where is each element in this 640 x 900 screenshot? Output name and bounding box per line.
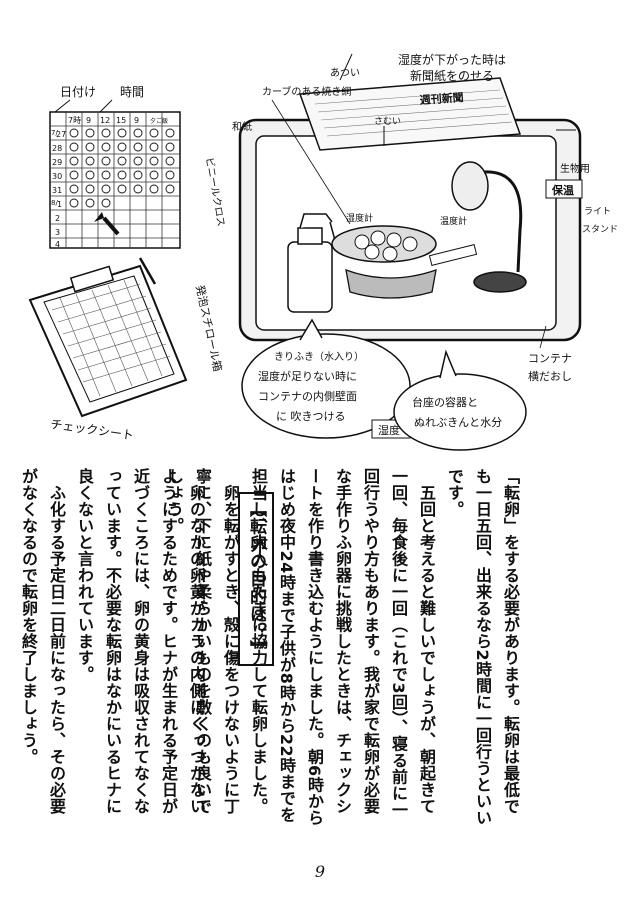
newspaper: 週刊新聞: [298, 77, 522, 151]
date-4: 4: [55, 240, 60, 249]
hour-7: 7時: [68, 116, 81, 125]
clipboard-icon: [28, 257, 188, 418]
thermometer-icon: [428, 243, 478, 267]
label-checksheet: チェックシート: [50, 417, 135, 443]
pointer-line: [539, 325, 547, 349]
label-thermometer: 温度計: [440, 215, 467, 227]
hour-12: 12: [100, 116, 110, 125]
label-humidity-low: 湿度が下がった時は: [398, 52, 506, 67]
pencil-tip-icon: [94, 212, 104, 222]
page-number: 9: [314, 862, 326, 881]
label-newspaper-cover: 新聞紙をのせる: [410, 68, 494, 83]
arrow-line: [54, 99, 71, 113]
label-date: 日付け: [60, 85, 96, 99]
hour-15: 15: [116, 116, 126, 125]
hour-extra: 夕ご飯: [150, 117, 168, 125]
hour-9: 9: [86, 116, 91, 125]
text-column-2: 卵のなかの卵黄がカラの内側にくっつかないようにするためです。ヒナが生まれる予定日…: [19, 468, 266, 830]
heading-column: 【転卵の目的は？】: [238, 468, 302, 830]
date-27: 27: [56, 130, 66, 139]
label-curved-grill: カーブのある焼き網: [262, 85, 351, 98]
paragraph-turning-eggs: 「転卵」をする必要があります。転卵は最低でも一日五回、出来るなら2時間に一回行う…: [165, 468, 520, 827]
label-styrofoam: 発泡スチロール箱: [193, 284, 225, 373]
hour-9b: 9: [134, 116, 139, 125]
date-28: 28: [52, 144, 62, 153]
date-2: 2: [55, 214, 60, 223]
date-3: 3: [55, 228, 60, 237]
humidity-tag-text: 湿度: [378, 423, 400, 437]
spray-bottle-icon: [287, 213, 337, 313]
label-lamp-d: スタンド: [582, 224, 618, 235]
label-container-a: コンテナ: [528, 352, 572, 365]
text-column-1: 「転卵」をする必要があります。転卵は最低でも一日五回、出来るなら2時間に一回行う…: [165, 468, 580, 830]
date-1: 1: [57, 200, 62, 209]
label-lamp-c: ライト: [584, 206, 611, 217]
base-container: [345, 269, 437, 299]
egg-tray: [331, 225, 437, 299]
base-bubble-line-2: ぬれぶきんと水分: [414, 416, 502, 429]
label-lamp-a: 生物用: [560, 162, 590, 175]
spray-bubble-line-2: 湿度が足りない時に: [258, 369, 357, 383]
pencil-icon: [102, 216, 120, 236]
label-container-b: 横だおし: [528, 369, 572, 383]
paragraph-purpose: 卵のなかの卵黄がカラの内側にくっつかないようにするためです。ヒナが生まれる予定日…: [19, 468, 206, 815]
check-grid: 7時 9 12 15 9 夕ご飯 7/ 27 28 29 30 31 8/ 1 …: [49, 111, 181, 249]
date-31: 31: [52, 186, 62, 195]
month-b: 8/: [51, 199, 58, 207]
section-heading: 【転卵の目的は？】: [238, 492, 274, 666]
date-30: 30: [52, 172, 62, 181]
body-text: 「転卵」をする必要があります。転卵は最低でも一日五回、出来るなら2時間に一回行う…: [19, 468, 580, 830]
base-bubble: 台座の容器と ぬれぶきんと水分: [393, 349, 527, 451]
label-time: 時間: [120, 85, 144, 99]
month-a: 7/: [51, 129, 58, 137]
lamp-label-box: [545, 179, 583, 199]
illustration: 日付け 時間 7時 9 12 15 9 夕ご飯 7/ 27 28 29 30: [28, 52, 618, 451]
arrow-line: [99, 99, 113, 113]
arrow-line: [339, 53, 353, 81]
label-vinyl-cloth: ビニールクロス: [203, 156, 227, 227]
label-washi: 和紙: [232, 120, 252, 133]
spray-bubble: きりふき（水入り） 湿度が足りない時に コンテナの内側壁面 に 吹きつける: [241, 318, 411, 439]
newspaper-title: 週刊新聞: [419, 90, 464, 107]
label-lamp-b: 保温: [551, 183, 574, 197]
spray-bubble-line-4: に 吹きつける: [276, 410, 346, 423]
date-29: 29: [52, 158, 62, 167]
spray-bubble-line-1: きりふき（水入り）: [274, 351, 364, 363]
base-bubble-line-1: 台座の容器と: [412, 395, 478, 409]
label-hot: あつい: [330, 67, 360, 79]
label-hygrometer: 湿度計: [346, 212, 373, 224]
spray-bubble-line-3: コンテナの内側壁面: [258, 389, 357, 403]
lamp-icon: [451, 161, 527, 293]
pointer-line: [271, 99, 351, 225]
incubator-illustration: 日付け 時間 7時 9 12 15 9 夕ご飯 7/ 27 28 29 30: [28, 52, 618, 451]
label-cold: さむい: [374, 116, 401, 127]
